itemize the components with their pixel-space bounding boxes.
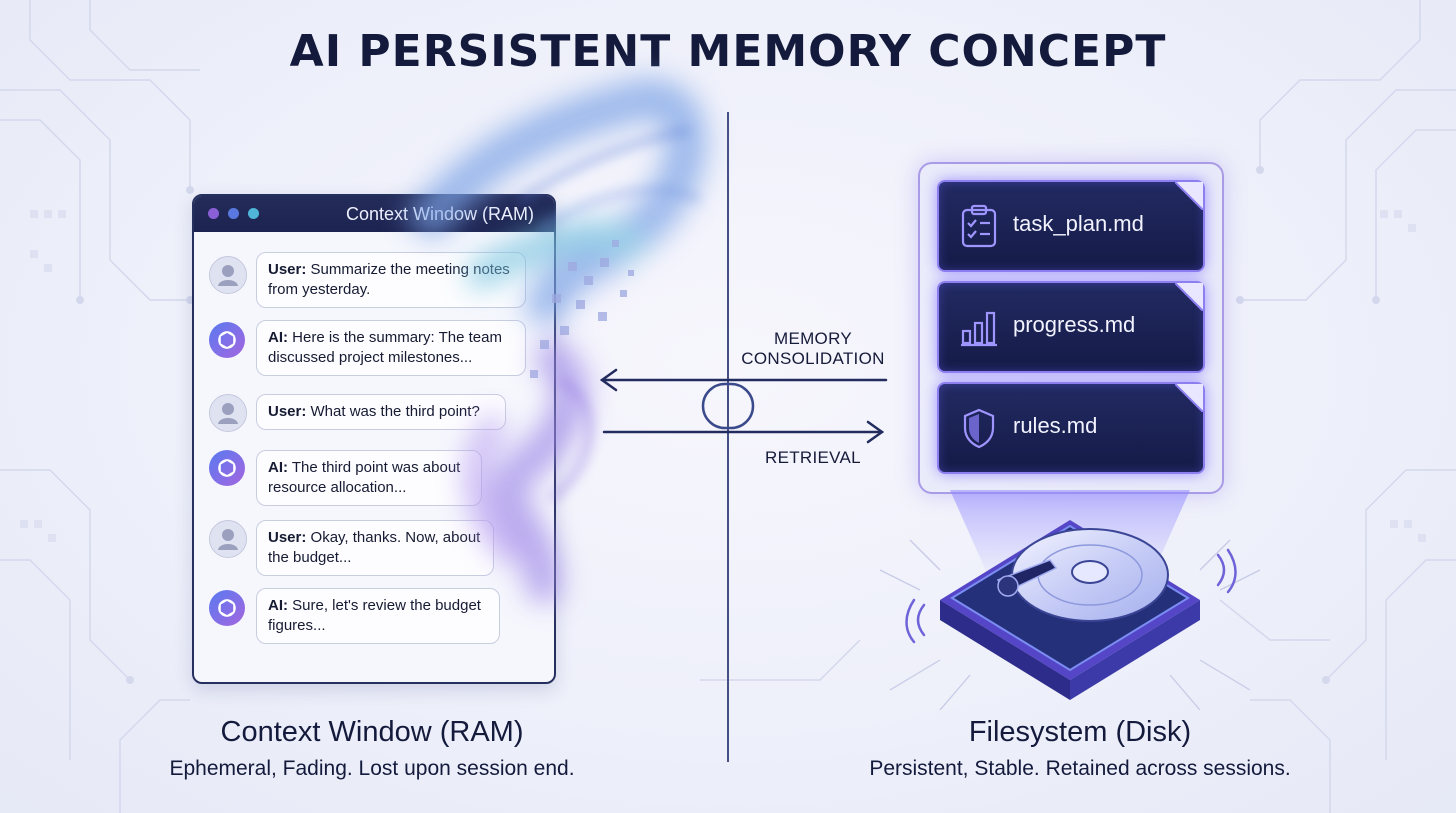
message-role: AI: <box>268 597 288 614</box>
file-name: progress.md <box>1013 312 1136 337</box>
context-window-caption-title: Context Window (RAM) <box>220 716 524 748</box>
context-window-title: Context Window (RAM) <box>345 204 534 224</box>
chat-bubble: AI: The third point was about resource a… <box>256 450 482 506</box>
message-text: Sure, let's review the budget <box>288 597 481 614</box>
consolidation-label-line1: MEMORY <box>774 329 852 348</box>
context-window-panel: Context Window (RAM) User: Summarize the… <box>192 194 556 684</box>
page-fold-icon <box>1175 282 1204 311</box>
context-window-titlebar: Context Window (RAM) <box>194 196 554 232</box>
filesystem-caption-title: Filesystem (Disk) <box>968 716 1192 748</box>
message-text-line2: discussed project milestones... <box>268 349 473 366</box>
bar-chart-icon <box>961 311 997 347</box>
message-text-line2: the budget... <box>268 549 352 566</box>
chat-bubble: User: What was the third point? <box>256 394 506 430</box>
message-text: What was the third point? <box>306 403 480 420</box>
message-text: Okay, thanks. Now, about <box>306 529 481 546</box>
window-dot-cyan <box>248 208 259 219</box>
ai-logo-icon <box>209 450 245 486</box>
user-avatar-icon <box>209 394 247 432</box>
hard-drive-icon <box>880 490 1260 710</box>
page-fold-icon <box>1175 181 1204 210</box>
message-role: AI: <box>268 329 288 346</box>
message-role: AI: <box>268 459 288 476</box>
file-card-task-plan: task_plan.md <box>937 180 1205 272</box>
page-title: AI PERSISTENT MEMORY CONCEPT <box>289 26 1167 77</box>
window-dot-purple <box>208 208 219 219</box>
retrieval-label: RETRIEVAL <box>765 448 861 467</box>
file-card-rules: rules.md <box>937 382 1205 474</box>
page-fold-icon <box>1175 383 1204 412</box>
user-avatar-icon <box>209 256 247 294</box>
message-text-line2: resource allocation... <box>268 479 407 496</box>
message-role: User: <box>268 261 307 278</box>
message-text: Summarize the meeting notes <box>306 261 510 278</box>
message-role: User: <box>268 529 307 546</box>
chat-bubble: User: Okay, thanks. Now, about the budge… <box>256 520 494 576</box>
message-text-line2: figures... <box>268 617 326 634</box>
clipboard-checklist-icon <box>961 204 997 248</box>
ai-logo-icon <box>209 322 245 358</box>
context-window-caption-subtitle: Ephemeral, Fading. Lost upon session end… <box>169 757 575 780</box>
message-text: The third point was about <box>288 459 461 476</box>
center-divider <box>727 112 729 762</box>
chat-bubble: User: Summarize the meeting notes from y… <box>256 252 526 308</box>
message-text-line2: from yesterday. <box>268 281 371 298</box>
file-name: rules.md <box>1013 413 1098 438</box>
message-role: User: <box>268 403 307 420</box>
file-name: task_plan.md <box>1013 211 1144 236</box>
message-text: Here is the summary: The team <box>288 329 502 346</box>
user-avatar-icon <box>209 520 247 558</box>
consolidation-label: MEMORY CONSOLIDATION <box>740 329 886 369</box>
filesystem-caption-subtitle: Persistent, Stable. Retained across sess… <box>869 757 1291 780</box>
shield-icon <box>963 408 995 449</box>
ai-logo-icon <box>209 590 245 626</box>
window-dot-blue <box>228 208 239 219</box>
memory-flow-arrows <box>599 368 888 444</box>
chat-bubble: AI: Sure, let's review the budget figure… <box>256 588 500 644</box>
file-card-progress: progress.md <box>937 281 1205 373</box>
consolidation-label-line2: CONSOLIDATION <box>741 349 885 368</box>
chat-bubble: AI: Here is the summary: The team discus… <box>256 320 526 376</box>
